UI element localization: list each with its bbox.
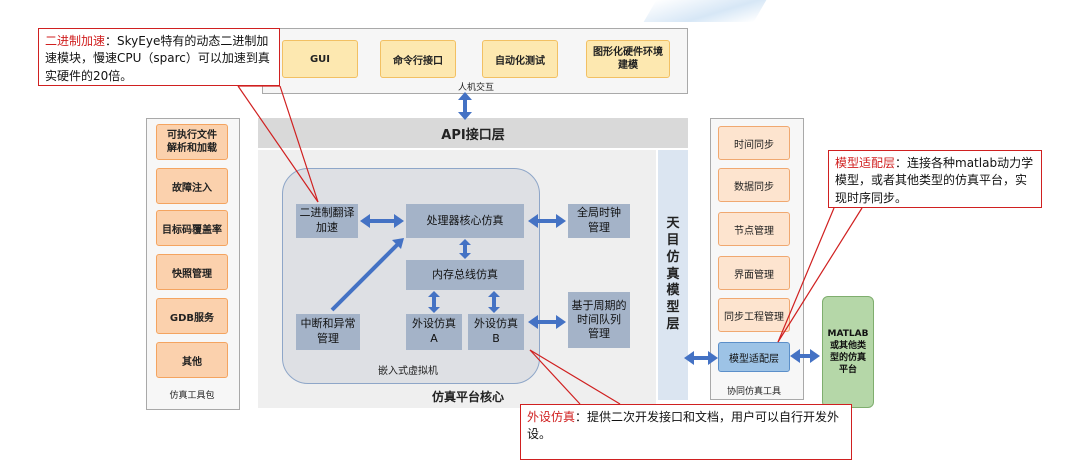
callout-binary-text: ：SkyEye特有的动态二进制加速模块，慢速CPU（sparc）可以加速到真实硬… [45,34,270,83]
arrow-processor-memory [459,239,471,259]
arrow-memory-periph-b [488,291,500,313]
arrow-processor-clock [528,214,566,228]
callout-pointer-peripheral [529,349,621,405]
peripheral-a-box[interactable]: 外设仿真 A [406,314,462,350]
arrow-adapter-matlab [790,349,820,363]
cosim-item-node-mgmt[interactable]: 节点管理 [718,212,790,246]
cosim-label: 协同仿真工具 [726,387,781,397]
matlab-platform-box[interactable]: MATLAB 或其他类 型的仿真 平台 [822,296,874,408]
embedded-vm-label: 嵌入式虚拟机 [378,366,438,377]
callout-peripheral-title: 外设仿真 [527,410,576,424]
callout-pointer-binary [237,85,319,203]
callout-peripheral-text: ：提供二次开发接口和文档，用户可以自行开发外设。 [527,410,840,442]
tianmu-layer-label: 天 目 仿 真 模 型 层 [666,215,680,333]
toolkit-item-exec-loader[interactable]: 可执行文件 解析和加载 [156,124,228,160]
callout-peripheral: 外设仿真：提供二次开发接口和文档，用户可以自行开发外设。 [520,404,852,460]
api-layer-bar: API接口层 [258,118,688,148]
callout-binary-title: 二进制加速 [45,34,106,48]
arrow-memory-periph-a [428,291,440,313]
interrupt-box[interactable]: 中断和异常 管理 [296,314,360,350]
peripheral-b-box[interactable]: 外设仿真 B [468,314,524,350]
cosim-item-time-sync[interactable]: 时间同步 [718,126,790,160]
platform-core-label: 仿真平台核心 [431,390,504,404]
toolkit-item-gdb[interactable]: GDB服务 [156,298,228,334]
callout-binary-acceleration: 二进制加速：SkyEye特有的动态二进制加速模块，慢速CPU（sparc）可以加… [38,28,280,86]
binary-translation-box[interactable]: 二进制翻译 加速 [296,204,358,238]
hci-item-autotest[interactable]: 自动化测试 [482,40,558,78]
arrow-periph-timequeue [528,315,566,329]
time-queue-box[interactable]: 基于周期的 时间队列 管理 [568,292,630,348]
hci-label: 人机交互 [457,83,494,93]
arrow-tianmu-adapter [684,351,718,365]
toolkit-item-coverage[interactable]: 目标码覆盖率 [156,210,228,246]
toolkit-item-other[interactable]: 其他 [156,342,228,378]
global-clock-box[interactable]: 全局时钟 管理 [568,204,630,238]
callout-model-adapter: 模型适配层：连接各种matlab动力学模型，或者其他类型的仿真平台，实现时序同步… [828,150,1042,208]
toolkit-item-fault-injection[interactable]: 故障注入 [156,168,228,204]
toolkit-label: 仿真工具包 [169,391,215,401]
matlab-platform-label: MATLAB 或其他类 型的仿真 平台 [827,328,869,376]
processor-core-box[interactable]: 处理器核心仿真 [406,204,524,238]
cosim-item-ui-mgmt[interactable]: 界面管理 [718,256,790,290]
callout-model-title: 模型适配层 [835,156,896,170]
hci-item-cli[interactable]: 命令行接口 [380,40,456,78]
arrow-interrupt-processor [330,238,404,312]
arrow-binary-processor [360,214,404,228]
cosim-item-data-sync[interactable]: 数据同步 [718,168,790,202]
cosim-item-model-adapter[interactable]: 模型适配层 [718,342,790,372]
hci-item-hw-modeling[interactable]: 图形化硬件环境 建模 [586,40,670,78]
arrow-hci-api [458,92,472,120]
callout-model-text: ：连接各种matlab动力学模型，或者其他类型的仿真平台，实现时序同步。 [835,156,1034,205]
toolkit-item-snapshot[interactable]: 快照管理 [156,254,228,290]
api-layer-label: API接口层 [441,127,505,143]
memory-bus-box[interactable]: 内存总线仿真 [406,260,524,290]
callout-pointer-model [777,207,863,343]
hci-item-gui[interactable]: GUI [282,40,358,78]
tianmu-layer-bar: 天 目 仿 真 模 型 层 [658,150,688,400]
